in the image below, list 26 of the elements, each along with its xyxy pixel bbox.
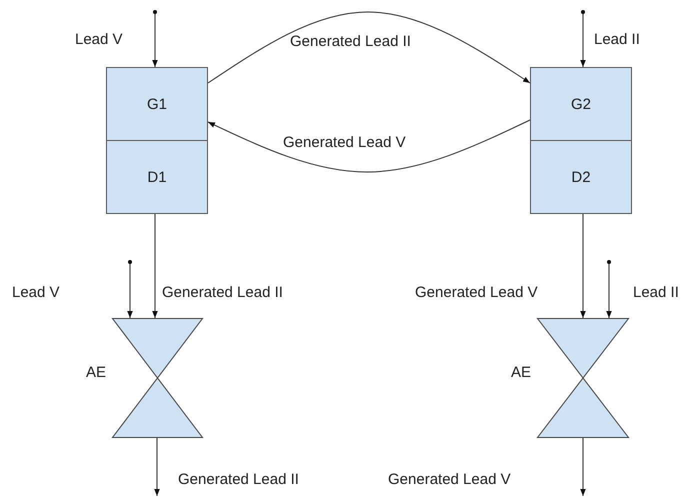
- input-arrow: [152, 10, 158, 68]
- process-box: G1: [106, 67, 208, 141]
- curved-arrow: [208, 120, 530, 172]
- node-label: AE: [86, 364, 106, 381]
- edge-label: Generated Lead II: [290, 33, 411, 51]
- input-arrow: [606, 260, 612, 318]
- input-arrow: [127, 260, 133, 318]
- edge-label: Generated Lead II: [178, 471, 299, 489]
- edge-label: Lead V: [75, 31, 123, 49]
- edge-label: Generated Lead V: [415, 284, 538, 302]
- arrow: [580, 214, 586, 318]
- process-box: D1: [106, 140, 208, 214]
- edge-label: Generated Lead V: [388, 471, 511, 489]
- input-arrow: [580, 438, 586, 496]
- input-arrow: [580, 10, 586, 68]
- edge-label: Generated Lead II: [162, 284, 283, 302]
- process-box: G2: [530, 67, 632, 141]
- edge-label: Lead II: [594, 31, 640, 49]
- edge-label: Lead II: [633, 284, 679, 302]
- edge-label: Lead V: [12, 284, 60, 302]
- arrow: [152, 214, 158, 318]
- edge-label: Generated Lead V: [283, 134, 406, 152]
- process-box: D2: [530, 140, 632, 214]
- curved-arrow: [208, 12, 530, 84]
- input-arrow: [154, 438, 160, 496]
- node-label: AE: [511, 364, 532, 381]
